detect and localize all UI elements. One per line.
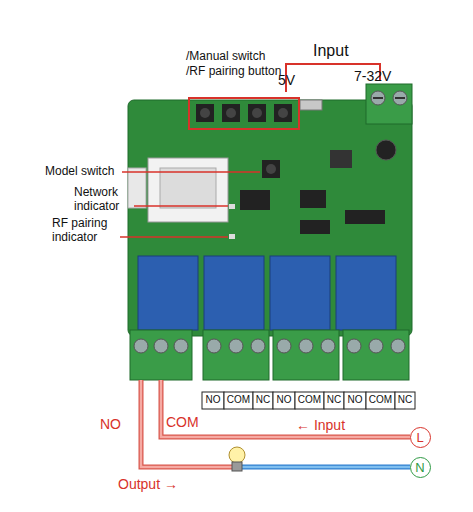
phase-circle: L <box>410 427 431 448</box>
callout-text: Model switch <box>45 165 114 179</box>
voltage-label: 5V <box>278 72 295 88</box>
phase-circle: N <box>410 457 431 478</box>
voltage-label: 7-32V <box>354 68 391 84</box>
wire-label: Output → <box>118 476 178 492</box>
callout-text: Network indicator <box>74 186 132 214</box>
terminal-cell: NC <box>253 394 273 406</box>
terminal-cell: COM <box>366 394 395 406</box>
callout-text: RF pairing indicator <box>52 217 118 245</box>
wire-label: COM <box>166 414 199 430</box>
node-text: N <box>415 461 424 474</box>
wire-label: NO <box>100 416 121 432</box>
callout-text: /RF pairing button <box>186 65 281 79</box>
node-text: L <box>416 431 423 444</box>
terminal-cell: NC <box>324 394 344 406</box>
callout-text: /Manual switch <box>186 50 265 64</box>
terminal-cell: COM <box>224 394 253 406</box>
input-heading: Input <box>313 42 349 60</box>
terminal-cell: NO <box>344 394 366 406</box>
terminal-cell: COM <box>295 394 324 406</box>
terminal-cell: NC <box>395 394 415 406</box>
terminal-cell: NO <box>273 394 295 406</box>
wire-label: ← Input <box>296 417 345 433</box>
terminal-cell: NO <box>202 394 224 406</box>
